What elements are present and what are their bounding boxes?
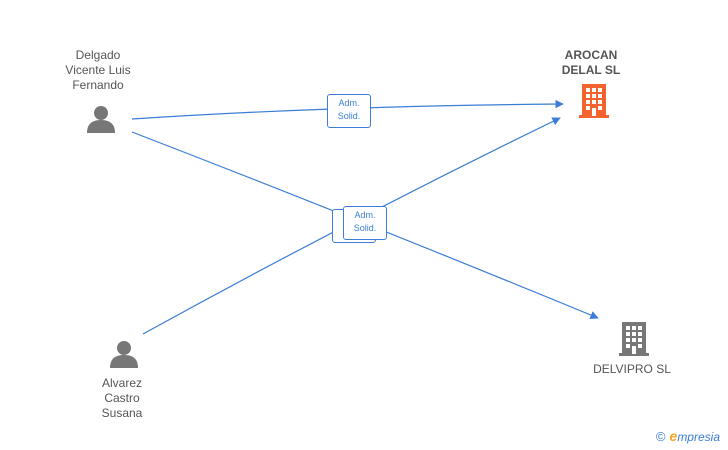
company-label-arocan[interactable]: AROCAN DELAL SL [561, 48, 621, 77]
brand-logo: empresia [669, 428, 720, 444]
building-icon[interactable] [578, 84, 610, 123]
brand-footer: © empresia [656, 428, 720, 444]
copyright-icon: © [655, 428, 666, 444]
person-icon[interactable] [86, 104, 116, 139]
company-label-delvipro[interactable]: DELVIPRO SL [593, 362, 671, 376]
edge-role-badge: Adm. Solid. [343, 206, 387, 240]
person-label-delgado[interactable]: Delgado Vicente Luis Fernando [65, 48, 131, 92]
building-icon[interactable] [618, 322, 650, 361]
edge-role-badge: Adm. Solid. [327, 94, 371, 128]
person-icon[interactable] [109, 339, 139, 374]
person-label-alvarez[interactable]: Alvarez Castro Susana [101, 376, 143, 420]
